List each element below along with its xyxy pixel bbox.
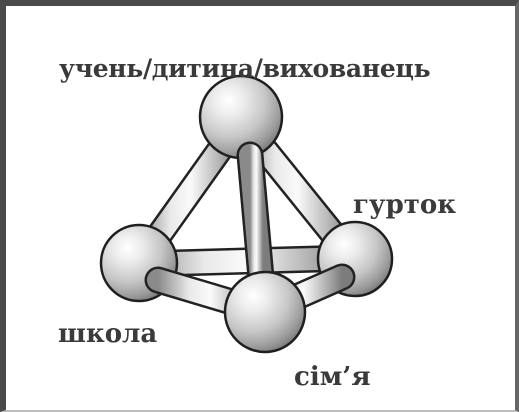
node-label-family: сім’я xyxy=(294,362,371,392)
node-label-school: школа xyxy=(58,319,158,349)
node-label-club: гурток xyxy=(353,190,456,220)
node-label-student: учень/дитина/вихованець xyxy=(59,54,431,83)
sphere-bottom xyxy=(223,270,307,354)
